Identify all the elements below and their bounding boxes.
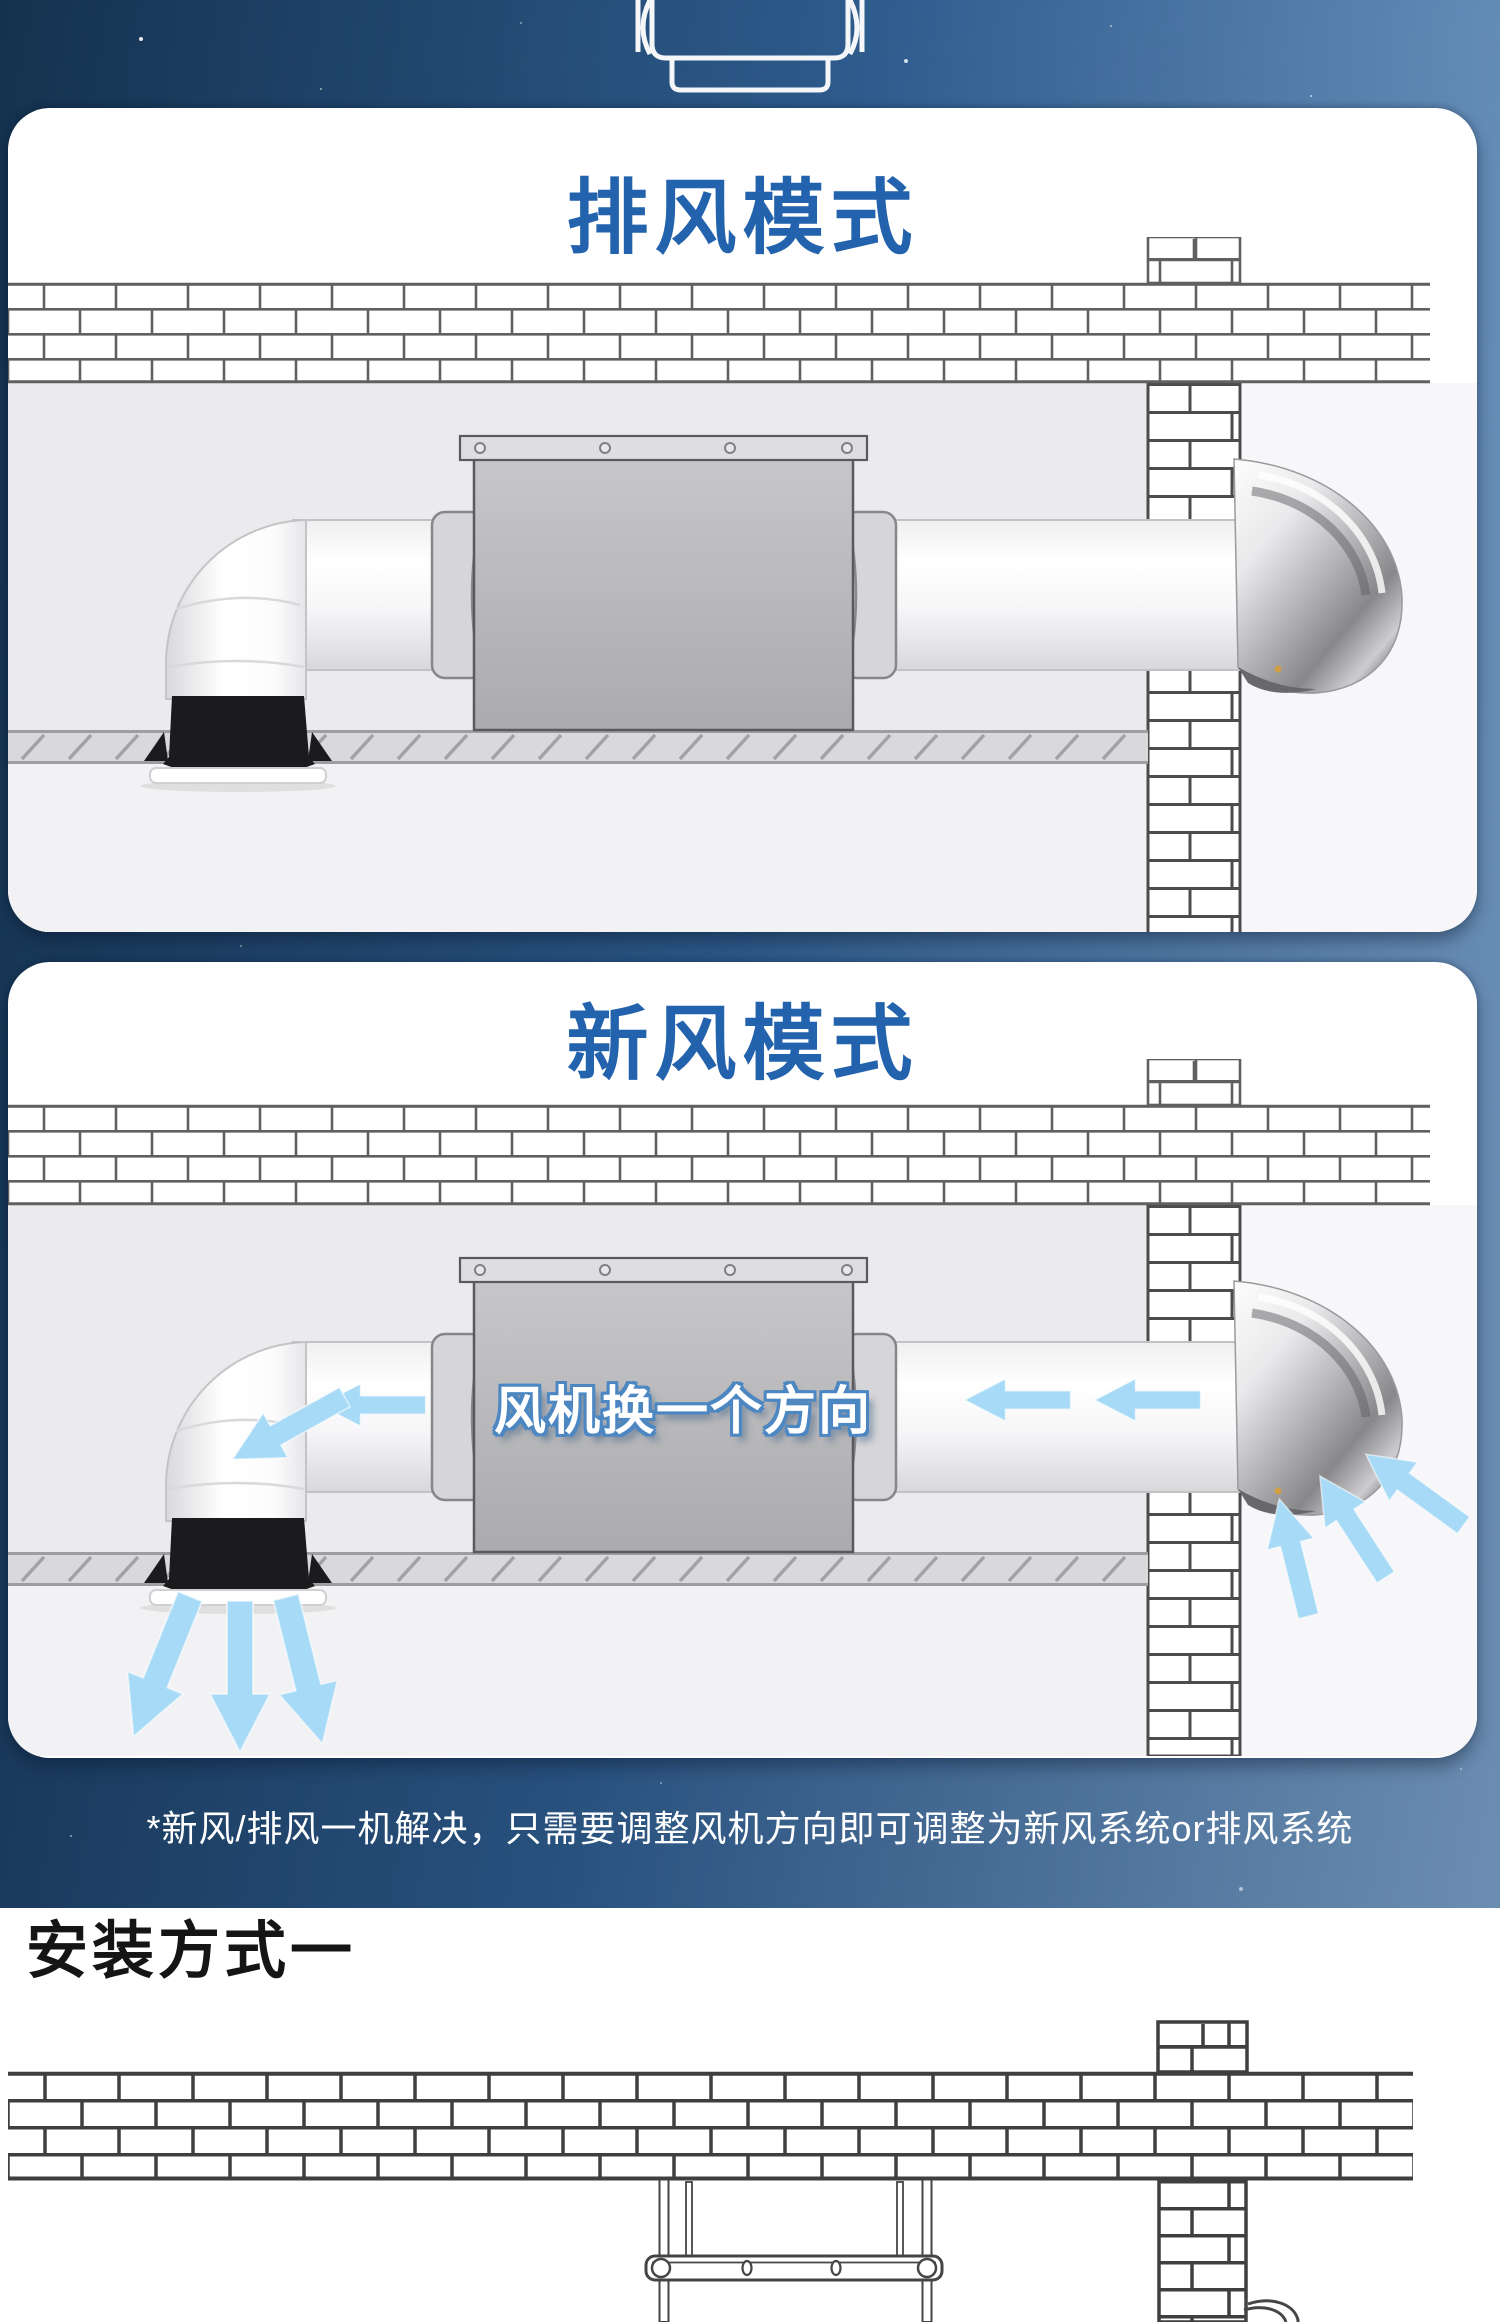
hero-background: 排风模式 <box>0 0 1500 1908</box>
brick-ceiling-band <box>8 1059 1430 1206</box>
installation-section: 安装方式一 <box>0 1908 1500 2322</box>
exhaust-mode-diagram <box>8 237 1477 932</box>
fan-unit-box <box>458 1256 869 1554</box>
fan-unit-box <box>458 434 869 732</box>
fresh-air-mode-diagram <box>8 1059 1477 1756</box>
install-heading: 安装方式一 <box>26 1917 357 1986</box>
brick-wall-column <box>1157 2178 1248 2322</box>
ceiling-vent-trim <box>149 767 327 784</box>
elbow-duct <box>165 519 311 700</box>
bolt-hole <box>741 2259 753 2277</box>
fan-box-flange <box>458 1256 869 1284</box>
star-field <box>0 0 2 2</box>
ceiling-vent-connector <box>163 1518 315 1590</box>
brick-ceiling-band <box>8 2020 1413 2322</box>
fan-box-flange <box>458 434 869 462</box>
elbow-duct <box>165 1341 311 1522</box>
brick-ceiling-band <box>8 237 1430 384</box>
exhaust-mode-card: 排风模式 <box>8 108 1477 932</box>
fresh-air-mode-card: 新风模式 <box>8 962 1477 1758</box>
installation-diagram <box>8 2020 1413 2322</box>
exterior-vent-cap <box>1233 1280 1403 1516</box>
exterior-vent-cap <box>1233 458 1403 694</box>
ceiling-vent-connector <box>163 696 315 768</box>
duct-pipe-right <box>852 1341 1251 1493</box>
duct-fan-outline-icon <box>635 0 865 93</box>
mounting-bracket <box>644 2254 944 2282</box>
hero-footnote: *新风/排风一机解决，只需要调整风机方向即可调整为新风系统or排风系统 <box>146 1808 1354 1849</box>
exterior-vent-cap-lineart <box>1243 2298 1300 2322</box>
duct-run <box>140 510 1251 792</box>
bolt-hole <box>830 2259 842 2277</box>
exhaust-mode-title: 排风模式 <box>566 173 919 264</box>
duct-pipe-right <box>852 519 1251 671</box>
fresh-air-mode-title: 新风模式 <box>566 999 919 1090</box>
fan-direction-label: 风机换一个方向 <box>493 1383 872 1441</box>
